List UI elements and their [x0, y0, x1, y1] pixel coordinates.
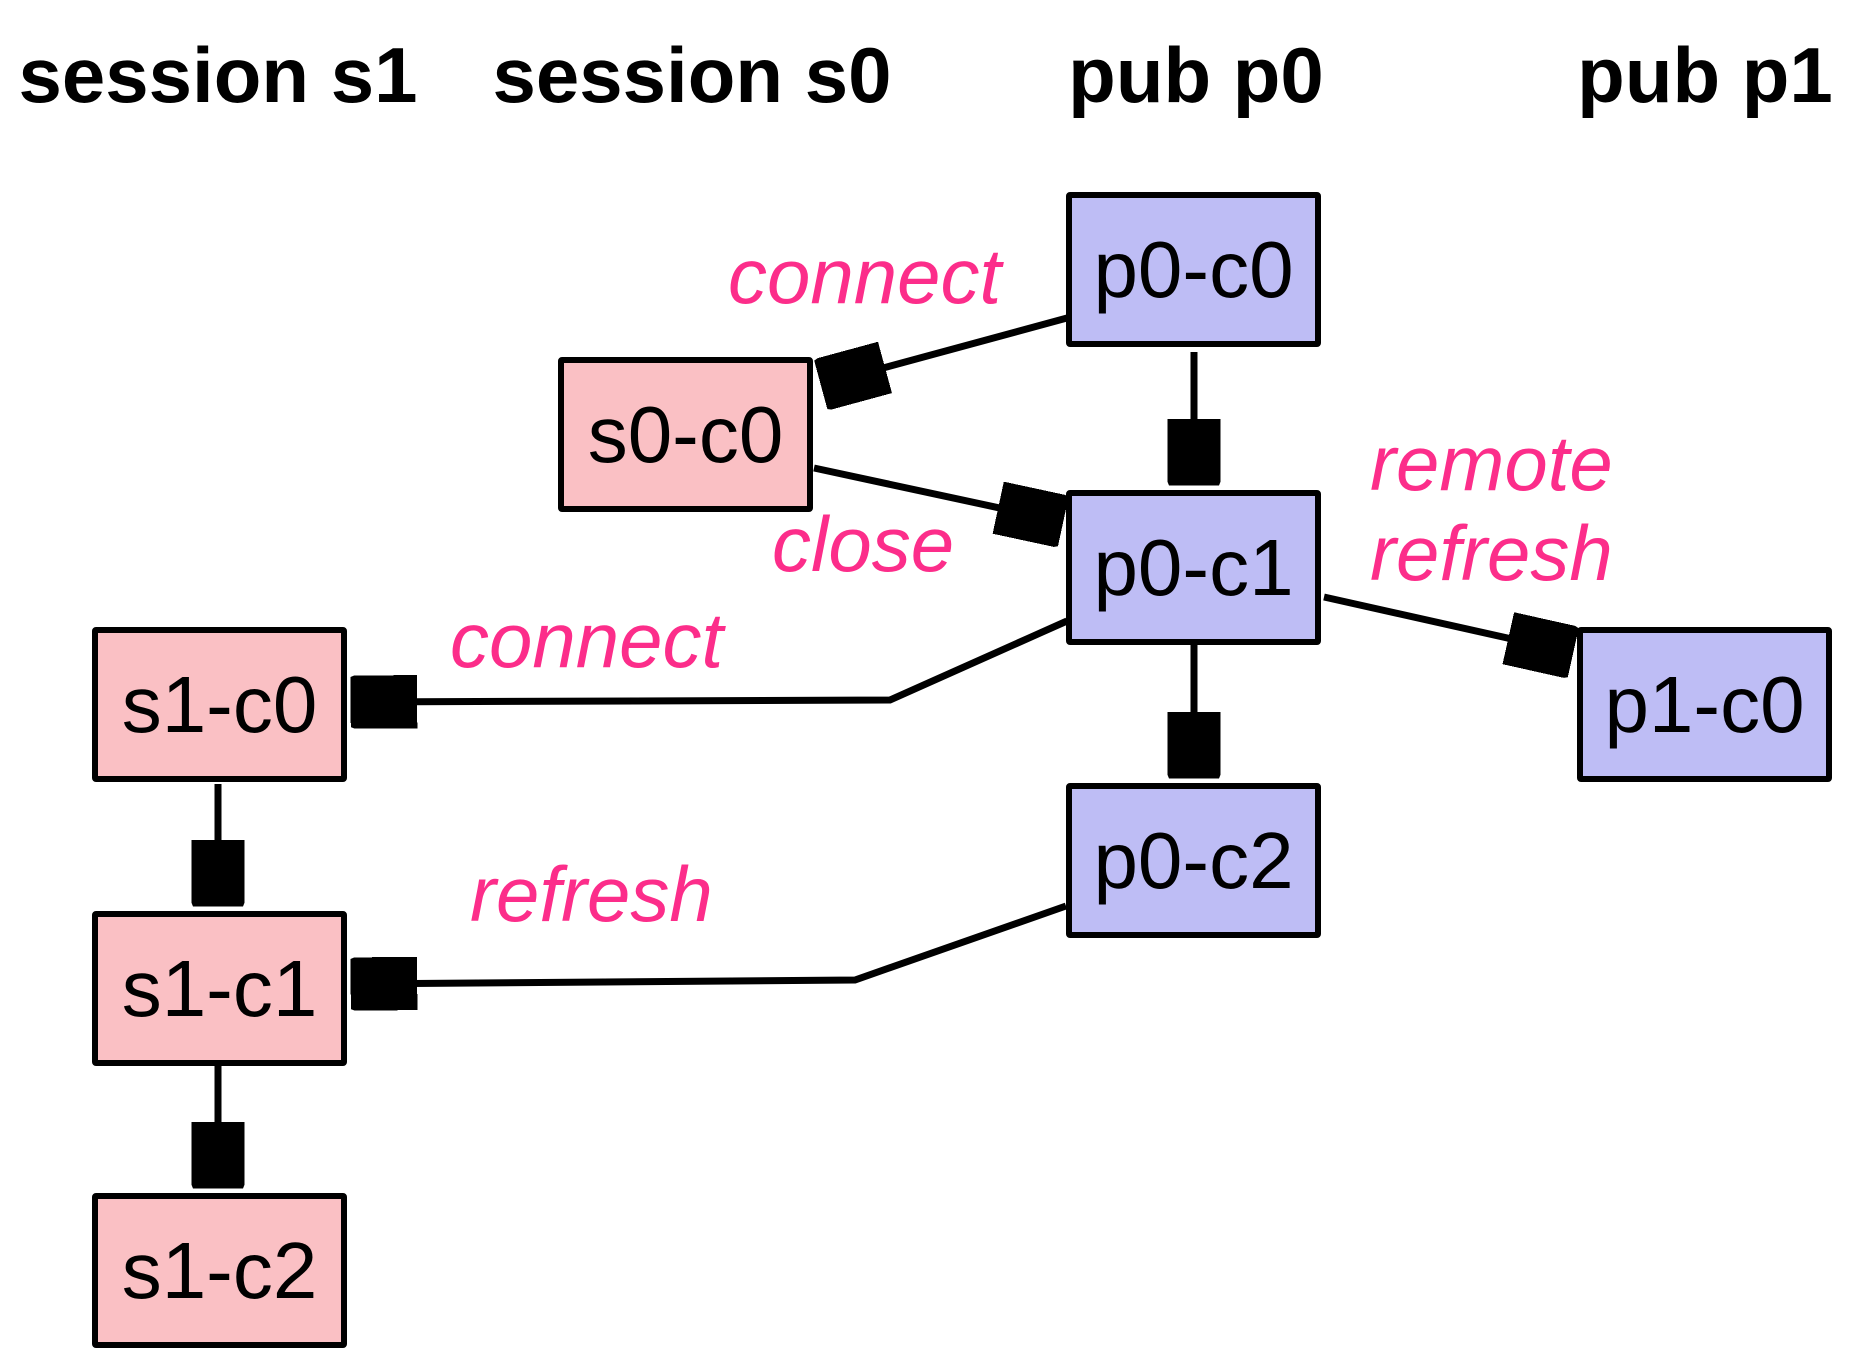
edge-close-s0c0-p0c1	[813, 464, 1060, 521]
edge-connect-p0c0-s0c0	[824, 314, 1068, 384]
column-header-pub-p1: pub p1	[1577, 31, 1833, 119]
column-header-pub-p0: pub p0	[1068, 31, 1324, 119]
node-s1-c2: s1-c2	[92, 1193, 347, 1348]
edge-label-refresh: refresh	[470, 850, 713, 938]
column-header-session-s0: session s0	[492, 31, 892, 119]
node-p1-c0: p1-c0	[1577, 627, 1832, 782]
node-p0-c1: p0-c1	[1066, 490, 1321, 645]
edge-label-connect-top: connect	[728, 232, 1002, 320]
edge-connect-p0c1-s1c0	[354, 617, 1069, 702]
edge-label-remote-refresh-line2: refresh	[1370, 509, 1613, 597]
edge-remote-refresh-p0c1-p1c0	[1323, 593, 1570, 652]
node-p0-c2: p0-c2	[1066, 783, 1321, 938]
node-s1-c0: s1-c0	[92, 627, 347, 782]
edge-label-connect-left: connect	[450, 596, 724, 684]
edge-label-remote-refresh-line1: remote	[1370, 419, 1613, 507]
edge-label-remote-refresh: remote refresh	[1370, 418, 1613, 598]
node-s0-c0: s0-c0	[558, 357, 813, 512]
column-header-session-s1: session s1	[18, 31, 418, 119]
node-s1-c1: s1-c1	[92, 911, 347, 1066]
edge-refresh-p0c2-s1c1	[354, 902, 1068, 984]
node-p0-c0: p0-c0	[1066, 192, 1321, 347]
edge-label-close: close	[772, 500, 955, 588]
